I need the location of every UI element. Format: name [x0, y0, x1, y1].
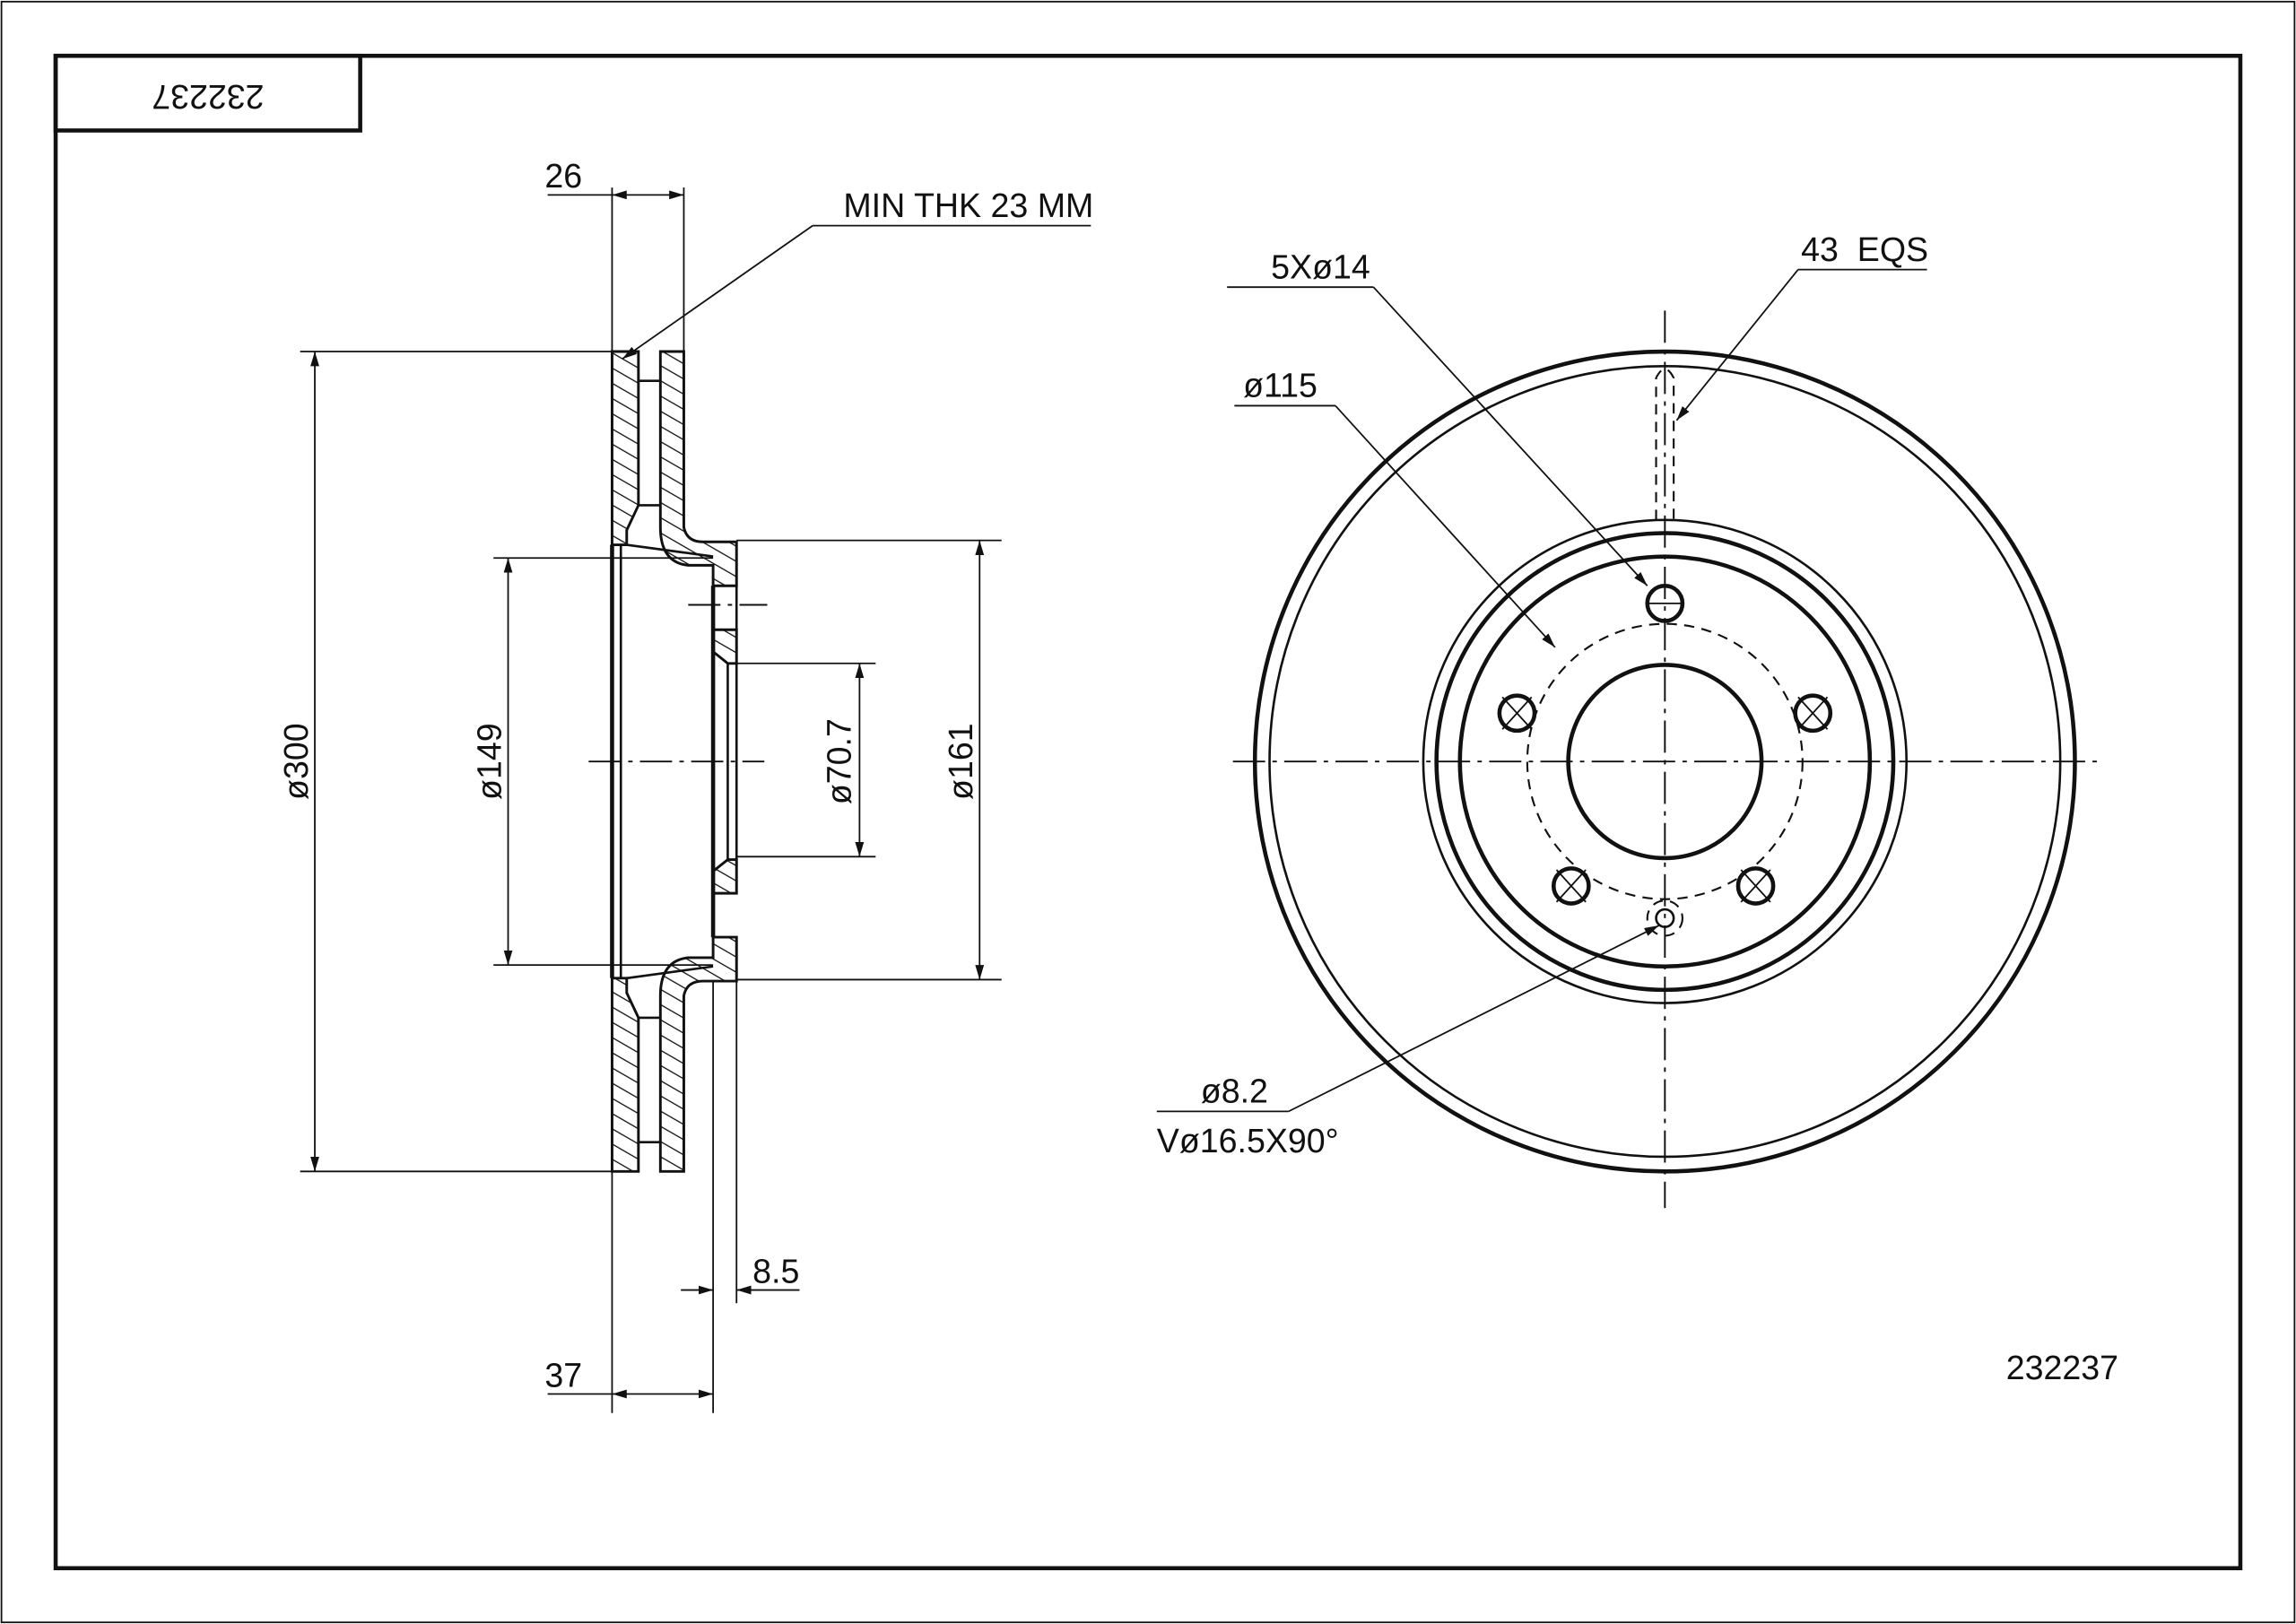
side-dimensions: 26 MIN THK 23 MM ø300 ø149 ø70.7 ø161 8.…	[277, 157, 1093, 1413]
dim-hat-outer: ø161	[942, 723, 979, 800]
countersink-label: Vø16.5X90°	[1157, 1122, 1339, 1159]
title-block	[53, 53, 362, 133]
pitch-circle-label: ø115	[1243, 367, 1318, 404]
drawing-frame	[53, 53, 2243, 1571]
dim-hub-thickness: 8.5	[752, 1252, 799, 1290]
aux-hole-label: ø8.2	[1201, 1073, 1268, 1110]
min-thickness-note: MIN THK 23 MM	[843, 187, 1093, 224]
front-labels: 5Xø14 ø115 43 EQS ø8.2 Vø16.5X90°	[1157, 230, 1928, 1159]
dim-width: 26	[544, 157, 582, 195]
dim-bore: ø70.7	[821, 718, 858, 804]
title-part-number: 232237	[152, 78, 264, 116]
dim-hat-inner: ø149	[470, 723, 508, 800]
dim-total-height: 37	[544, 1356, 582, 1394]
part-number: 232237	[2006, 1349, 2118, 1386]
vents-label: 43 EQS	[1801, 230, 1928, 268]
side-view	[588, 350, 768, 1173]
front-view	[1232, 310, 2103, 1209]
bolt-holes-label: 5Xø14	[1271, 248, 1370, 285]
dim-outer-diameter: ø300	[277, 723, 315, 800]
